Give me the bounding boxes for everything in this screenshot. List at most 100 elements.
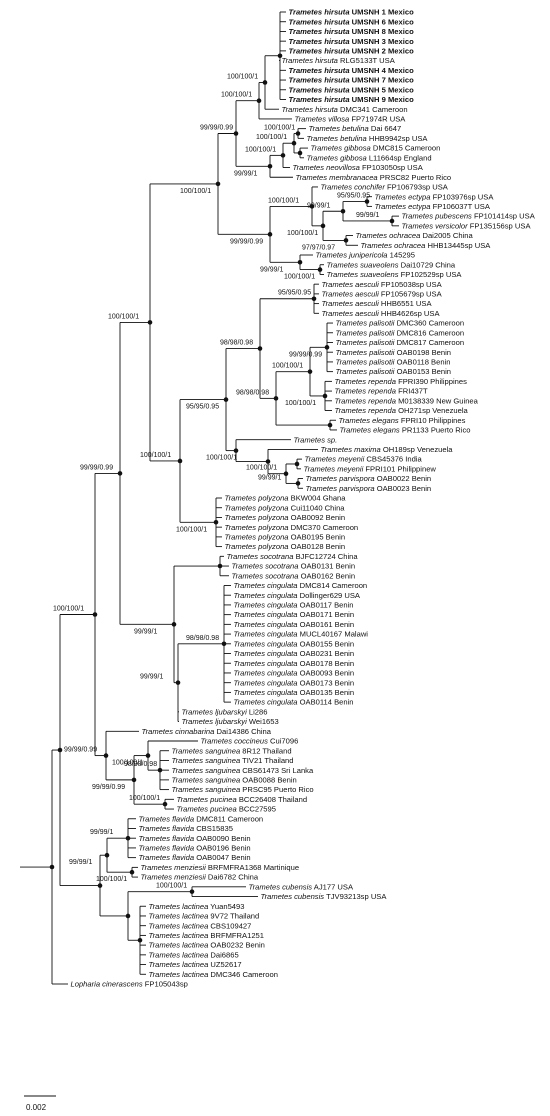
species-name: Trametes cingulata bbox=[234, 698, 298, 707]
specimen-id: DMC815 Cameroon bbox=[371, 144, 441, 153]
species-name: Trametes flavida bbox=[139, 844, 195, 853]
tip-label: Trametes lactinea OAB0232 Benin bbox=[149, 941, 265, 950]
specimen-id: OAB0155 Benin bbox=[298, 639, 355, 648]
tip-label: Trametes maxima OH189sp Venezuela bbox=[321, 445, 454, 454]
tip-label: Trametes lactinea UZ52617 bbox=[149, 960, 242, 969]
tip-label: Trametes coccineus Cui7096 bbox=[201, 737, 299, 746]
species-name: Trametes aesculi bbox=[322, 309, 380, 318]
species-name: Trametes cingulata bbox=[234, 639, 298, 648]
node-dot bbox=[147, 320, 153, 325]
specimen-id: DMC817 Cameroon bbox=[394, 338, 464, 347]
support-value: 99/99/0.99 bbox=[92, 784, 125, 791]
tip-label: Trametes sp. bbox=[294, 435, 338, 444]
species-name: Trametes hirsuta bbox=[289, 85, 350, 94]
specimen-id: BJFC12724 China bbox=[293, 552, 358, 561]
specimen-id: 9V72 Thailand bbox=[208, 912, 259, 921]
tip-label: Trametes lactinea DMC346 Cameroon bbox=[149, 970, 278, 979]
tip-label: Trametes junipericola 145295 bbox=[316, 251, 415, 260]
species-name: Trametes sanguinea bbox=[172, 775, 241, 784]
specimen-id: OAB0118 Benin bbox=[394, 358, 450, 367]
support-value: 99/99/1 bbox=[140, 674, 163, 681]
node-dot bbox=[294, 461, 300, 467]
tip-label: Trametes ectypa FP106037T USA bbox=[375, 202, 491, 211]
species-name: Trametes polyzona bbox=[225, 532, 289, 541]
specimen-id: OAB0231 Benin bbox=[298, 649, 355, 658]
species-name: Trametes maxima bbox=[321, 445, 381, 454]
node-dot bbox=[340, 208, 346, 214]
tip-label: Trametes cingulata OAB0117 Benin bbox=[234, 601, 354, 610]
specimen-id: DMC341 Cameroon bbox=[338, 105, 408, 114]
species-name: Trametes cingulata bbox=[234, 649, 298, 658]
species-name: Trametes cubensis bbox=[261, 892, 325, 901]
tip-label: Trametes aesculi HHB4626sp USA bbox=[322, 309, 441, 318]
node-dot bbox=[175, 680, 181, 685]
specimen-id: PRSC95 Puerto Rico bbox=[240, 785, 313, 794]
support-value: 100/100/1 bbox=[272, 363, 303, 370]
specimen-id: 8R12 Thailand bbox=[240, 746, 291, 755]
specimen-id: HHB6551 USA bbox=[379, 299, 433, 308]
specimen-id: BRFMFRA1368 Martinique bbox=[206, 863, 299, 872]
support-value: 99/99/1 bbox=[69, 859, 92, 866]
species-name: Trametes pubescens bbox=[402, 212, 473, 221]
species-name: Trametes socotrana bbox=[227, 552, 294, 561]
node-dot bbox=[223, 397, 229, 402]
species-name: Trametes lactinea bbox=[149, 912, 209, 921]
tip-label: Trametes aesculi HHB6551 USA bbox=[322, 299, 433, 308]
species-name: Trametes flavida bbox=[139, 834, 195, 843]
specimen-id: OAB0092 Benin bbox=[289, 513, 346, 522]
species-name: Trametes pucinea bbox=[177, 795, 237, 804]
tip-label: Trametes elegans PR1133 Puerto Rico bbox=[340, 426, 471, 435]
tip-label: Trametes ochracea HHB13445sp USA bbox=[361, 241, 492, 250]
specimen-id: CBS61473 Sri Lanka bbox=[240, 766, 314, 775]
node-dot bbox=[125, 913, 131, 919]
tip-label: Trametes cingulata OAB0155 Benin bbox=[234, 639, 355, 648]
support-value: 100/100/1 bbox=[112, 760, 143, 767]
node-dot bbox=[295, 131, 301, 136]
specimen-id: BCC27595 bbox=[237, 805, 276, 814]
node-dot bbox=[327, 422, 333, 428]
node-dot bbox=[311, 296, 317, 302]
support-value: 100/100/1 bbox=[246, 465, 277, 472]
species-name: Trametes hirsuta bbox=[289, 17, 350, 26]
species-name: Trametes socotrana bbox=[232, 571, 299, 580]
tip-label: Trametes rependa OH271sp Venezuela bbox=[335, 406, 469, 415]
support-value: 100/100/1 bbox=[180, 188, 211, 195]
node-dot bbox=[233, 131, 239, 136]
node-dot bbox=[104, 852, 110, 858]
tip-label: Trametes cingulata OAB0135 Benin bbox=[234, 688, 355, 697]
scale-bar: 0.002 bbox=[24, 1095, 56, 1112]
specimen-id: OAB0128 Benin bbox=[289, 542, 346, 551]
species-name: Trametes flavida bbox=[139, 853, 195, 862]
tip-label: Trametes polyzona OAB0195 Benin bbox=[225, 532, 346, 541]
tip-label: Trametes meyenii FPRI101 Philippinew bbox=[304, 464, 437, 473]
tip-label: Trametes lactinea CBS109427 bbox=[149, 921, 252, 930]
tip-label: Trametes polyzona BKW004 Ghana bbox=[225, 494, 347, 503]
species-name: Trametes cingulata bbox=[234, 678, 298, 687]
tip-label: Trametes menziesii BRFMFRA1368 Martiniqu… bbox=[141, 863, 300, 872]
species-name: Trametes rependa bbox=[335, 406, 396, 415]
specimen-id: OAB0196 Benin bbox=[194, 844, 251, 853]
specimen-id: OAB0171 Benin bbox=[298, 610, 355, 619]
specimen-id: M0138339 New Guinea bbox=[396, 396, 479, 405]
specimen-id: Yuan5493 bbox=[208, 902, 244, 911]
specimen-id: DMC370 Cameroon bbox=[289, 523, 359, 532]
support-value: 98/98/0.98 bbox=[186, 635, 219, 642]
species-name: Trametes menziesii bbox=[141, 873, 207, 882]
tip-label: Trametes cinnabarina Dai14386 China bbox=[142, 727, 272, 736]
node-dot bbox=[317, 267, 323, 272]
tip-label: Trametes socotrana OAB0131 Benin bbox=[232, 562, 356, 571]
species-name: Trametes lactinea bbox=[149, 921, 209, 930]
species-name: Trametes lactinea bbox=[149, 960, 209, 969]
species-name: Trametes junipericola bbox=[316, 251, 388, 260]
tip-label: Trametes hirsuta RLG5133T USA bbox=[282, 56, 396, 65]
species-name: Trametes cingulata bbox=[234, 659, 298, 668]
support-value: 100/100/1 bbox=[108, 313, 139, 320]
specimen-id: Dai2005 China bbox=[420, 231, 473, 240]
tip-label: Trametes cingulata Dollinger629 USA bbox=[234, 591, 361, 600]
specimen-id: HHB13445sp USA bbox=[425, 241, 491, 250]
tip-label: Trametes rependa M0138339 New Guinea bbox=[335, 396, 479, 405]
specimen-id: OAB0162 Benin bbox=[298, 571, 355, 580]
support-value: 100/100/1 bbox=[245, 146, 276, 153]
tip-label: Trametes polyzona OAB0092 Benin bbox=[225, 513, 346, 522]
tip-label: Trametes ochracea Dai2005 China bbox=[356, 231, 474, 240]
